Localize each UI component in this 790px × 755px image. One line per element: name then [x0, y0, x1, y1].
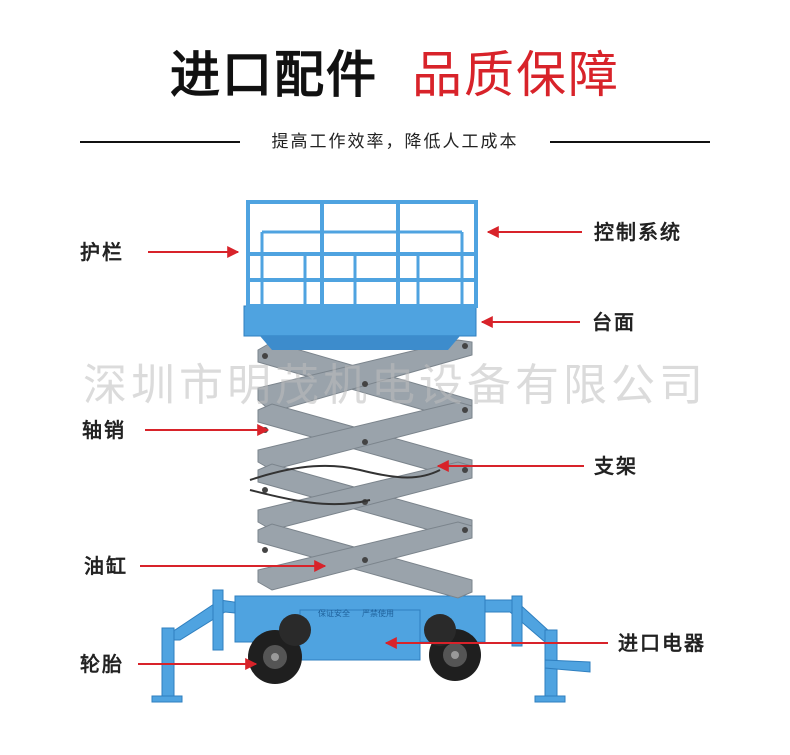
subtitle-row: 提高工作效率，降低人工成本 [80, 130, 710, 154]
label-guardrail: 护栏 [80, 240, 124, 264]
label-platform: 台面 [592, 310, 636, 334]
title-secondary: 品质保障 [412, 46, 620, 104]
platform-deck [243, 305, 477, 350]
page-title: 进口配件品质保障 [0, 40, 790, 110]
label-tire: 轮胎 [80, 652, 124, 676]
label-support: 支架 [594, 454, 638, 478]
divider-left [80, 141, 240, 143]
label-electrical: 进口电器 [618, 631, 706, 655]
watermark: 深圳市明茂机电设备有限公司 [83, 360, 707, 411]
subtitle: 提高工作效率，降低人工成本 [271, 132, 519, 152]
callout-arrows [138, 226, 608, 670]
wheel-back-left [279, 614, 311, 646]
hydraulic-cylinder [249, 464, 441, 506]
label-pin: 轴销 [82, 418, 126, 442]
label-cylinder: 油缸 [84, 554, 128, 578]
divider-right [550, 141, 710, 143]
outrigger-right [474, 595, 591, 703]
chassis-text-left: 保证安全 [318, 608, 350, 618]
title-primary: 进口配件 [170, 46, 378, 104]
guardrail [246, 200, 478, 308]
chassis-text-right: 严禁使用 [362, 608, 394, 618]
label-control-system: 控制系统 [594, 220, 682, 244]
wheel-back-right [424, 614, 456, 646]
